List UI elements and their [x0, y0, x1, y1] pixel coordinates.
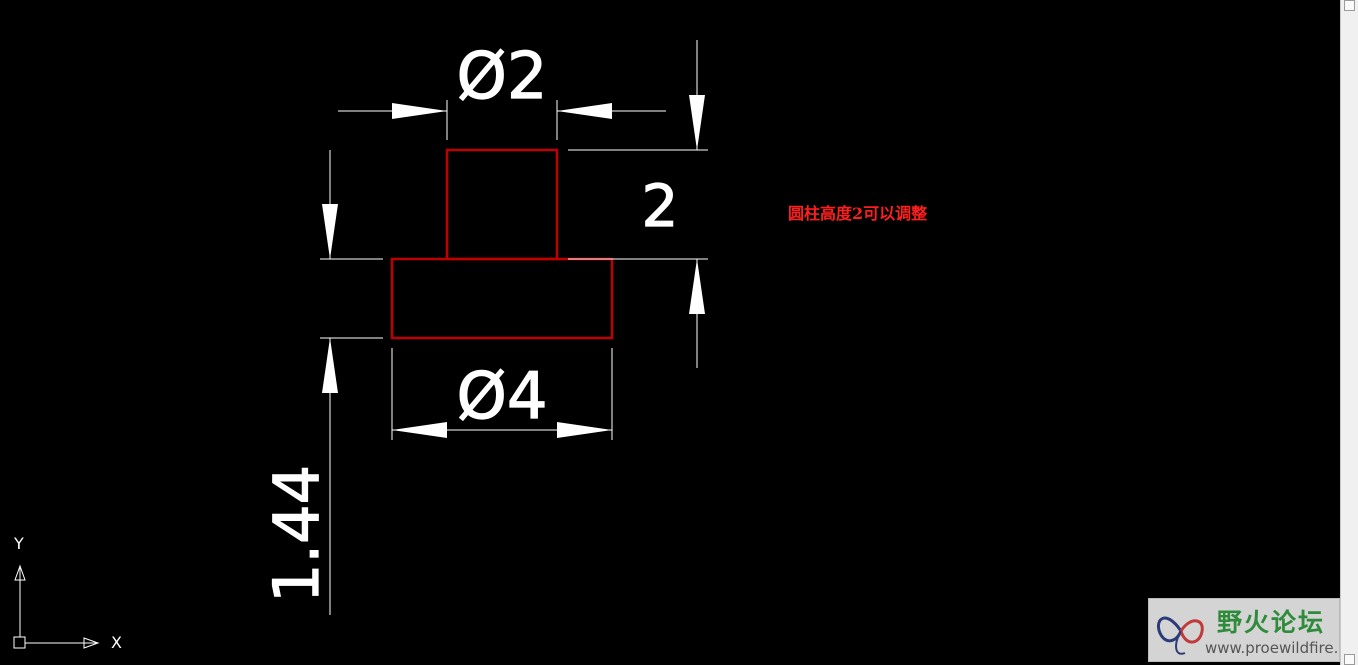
butterfly-logo-icon [1157, 616, 1204, 655]
dimension-text-bottom-diameter: Ø4 [456, 360, 547, 434]
top-cylinder-profile[interactable] [445, 148, 559, 261]
scroll-down-button[interactable] [1344, 654, 1355, 665]
dimension-diameter-bottom [391, 348, 613, 440]
vertical-scrollbar[interactable] [1340, 0, 1358, 665]
dimension-text-cylinder-height: 2 [642, 172, 679, 240]
dimension-text-base-height: 1.44 [260, 465, 333, 603]
scroll-up-button[interactable] [1344, 0, 1355, 11]
forum-watermark: 野火论坛 www.proewildfire.c [1148, 598, 1340, 662]
dimension-cylinder-height [568, 40, 708, 368]
dimension-diameter-top [338, 100, 666, 140]
dimension-base-height [320, 150, 383, 615]
ucs-x-label: X [111, 633, 122, 652]
ucs-y-label: Y [14, 534, 24, 553]
base-cylinder-profile[interactable] [390, 257, 614, 340]
ucs-icon [13, 564, 100, 649]
watermark-url: www.proewildfire.c [1205, 639, 1340, 657]
watermark-title: 野火论坛 [1217, 608, 1326, 637]
dimension-text-top-diameter: Ø2 [456, 40, 547, 114]
annotation-note: 圆柱高度2可以调整 [788, 204, 928, 223]
